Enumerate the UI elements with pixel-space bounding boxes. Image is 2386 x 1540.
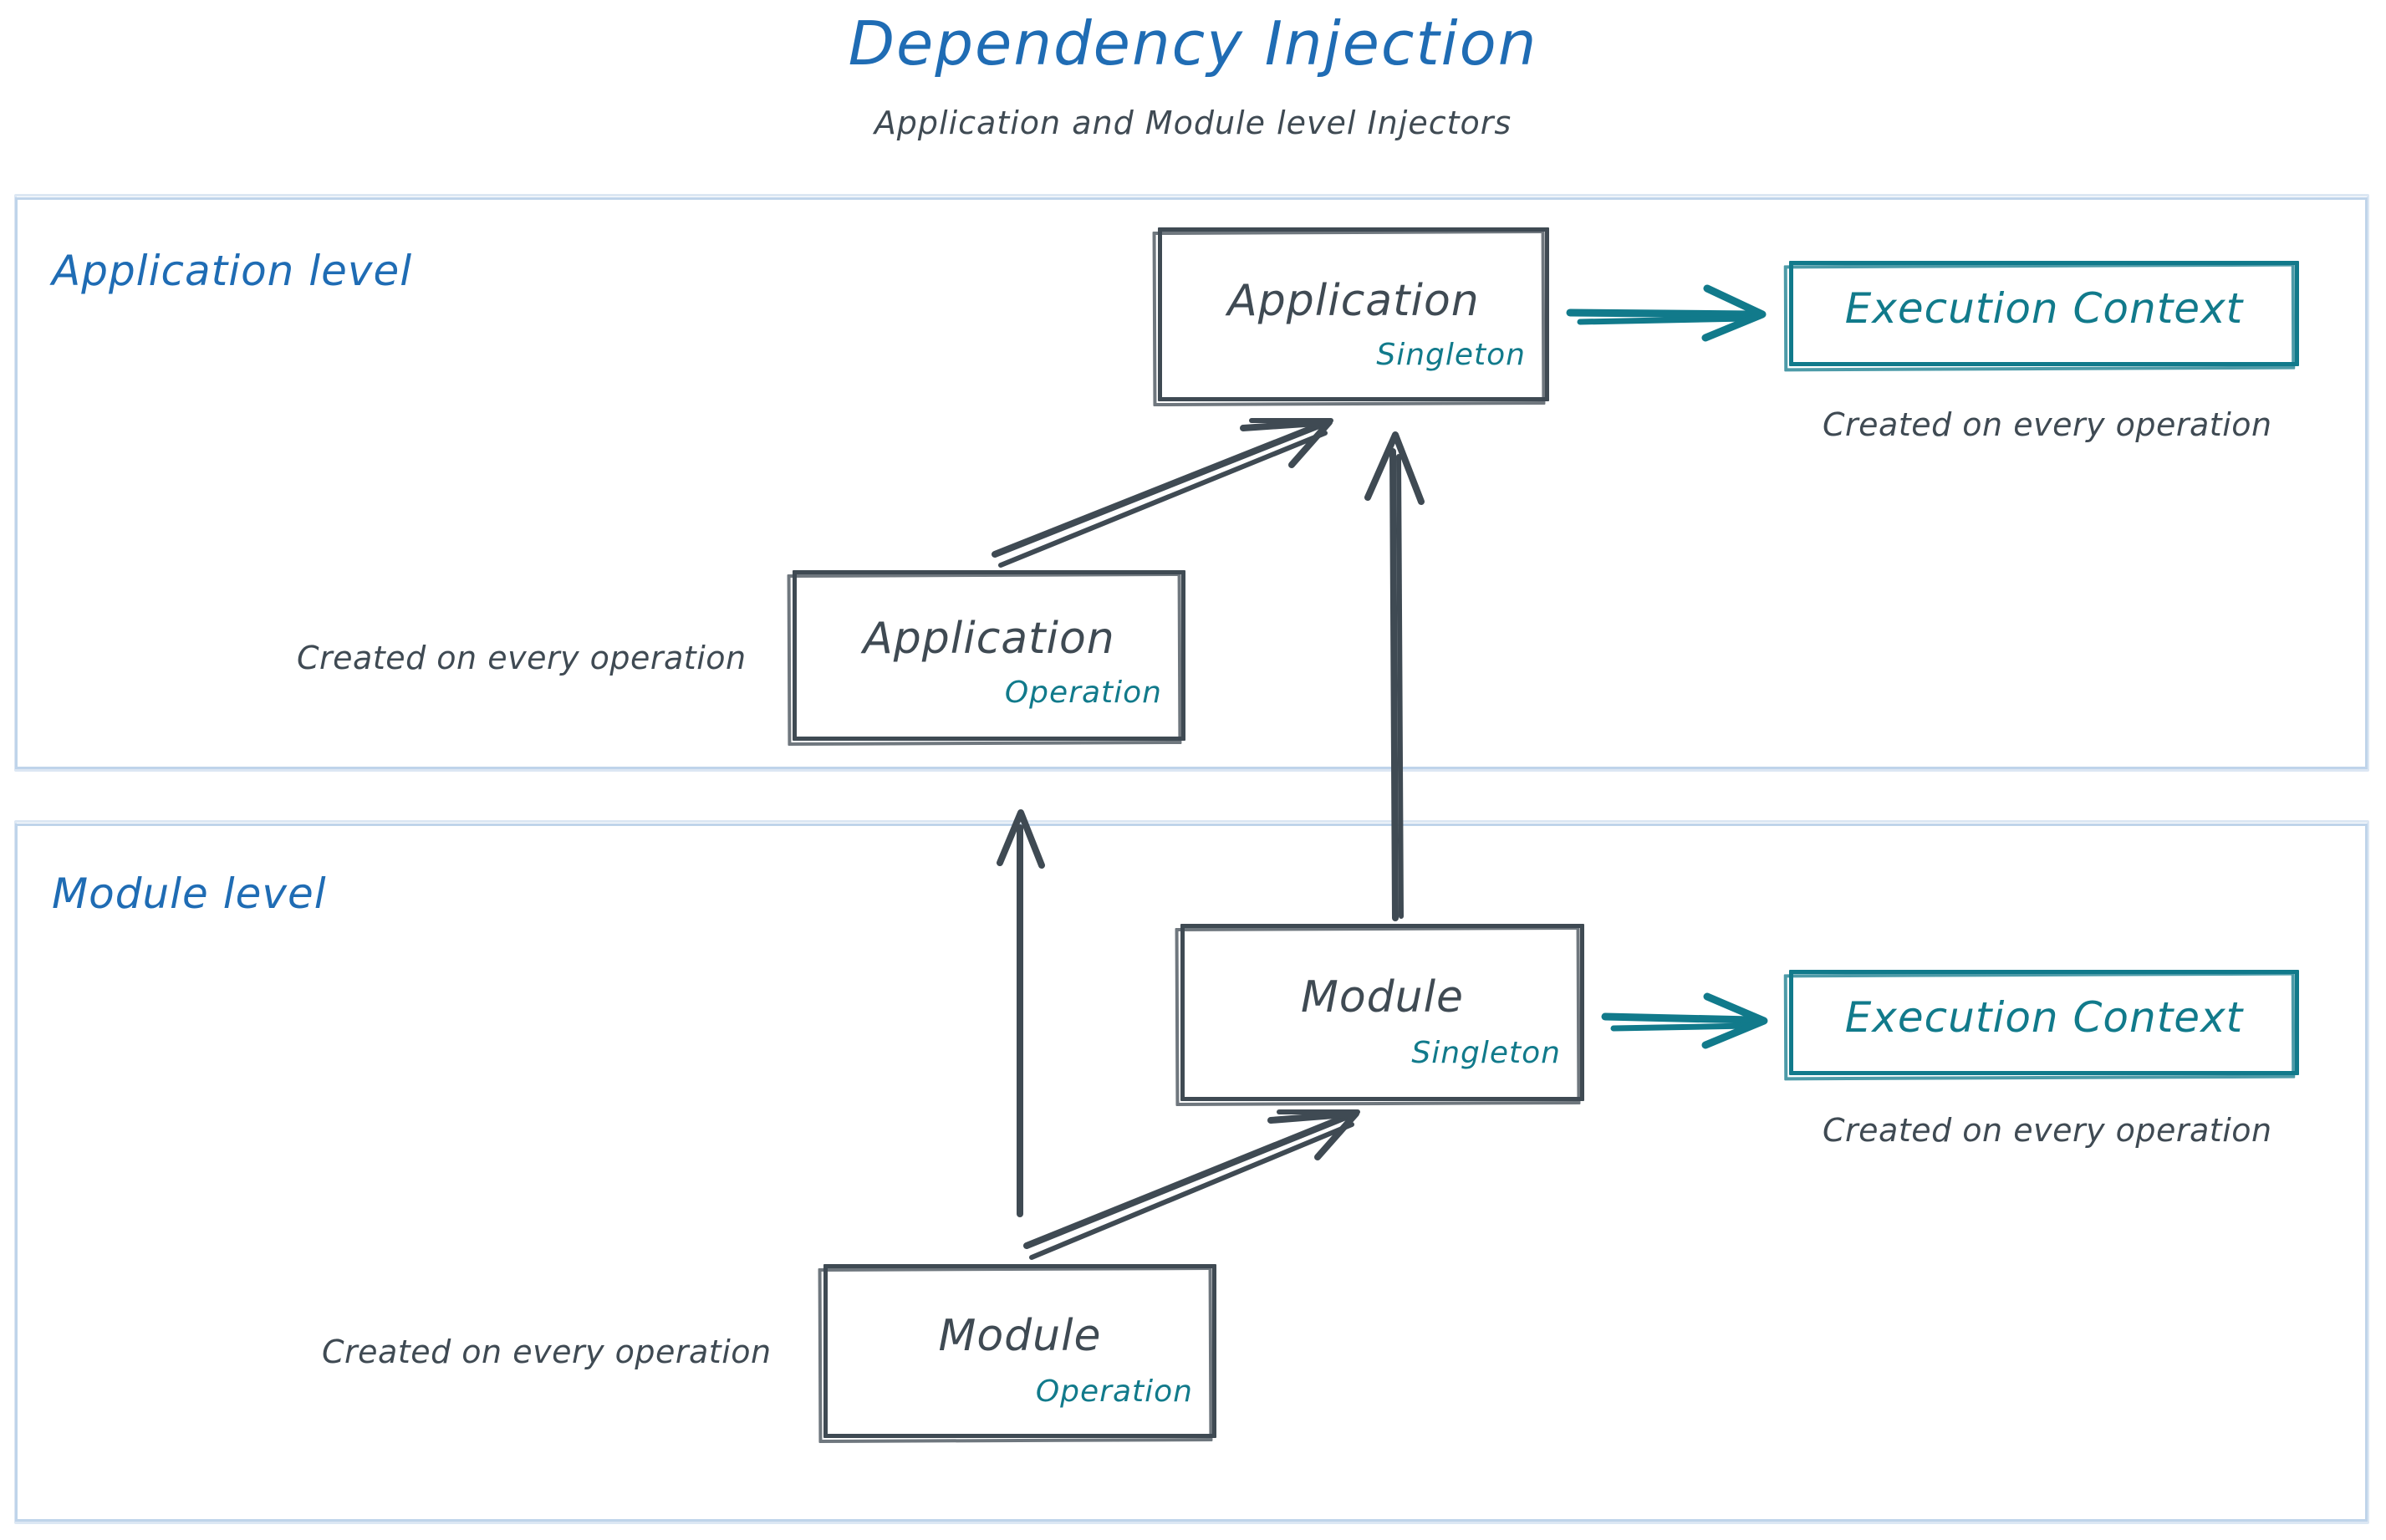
node-application-singleton[interactable]: Application Singleton [1152, 227, 1549, 407]
page-title: Dependency Injection [848, 8, 1538, 79]
node-scope-badge: Singleton [1376, 338, 1526, 372]
page-subtitle: Application and Module level Injectors [874, 105, 1512, 141]
node-module-singleton[interactable]: Module Singleton [1175, 924, 1584, 1107]
panel-label-application-level: Application level [52, 247, 413, 295]
node-execution-context-application[interactable]: Execution Context [1783, 261, 2299, 372]
node-scope-badge: Singleton [1411, 1036, 1561, 1070]
node-title: Execution Context [1844, 284, 2244, 333]
caption-execution-context-module: Created on every operation [1823, 1112, 2272, 1149]
node-scope-badge: Operation [1035, 1374, 1193, 1409]
node-application-operation[interactable]: Application Operation [787, 570, 1185, 747]
node-scope-badge: Operation [1004, 676, 1162, 710]
caption-application-operation: Created on every operation [297, 640, 747, 676]
node-title: Application [1227, 276, 1480, 326]
node-title: Module [1300, 972, 1465, 1022]
node-module-operation[interactable]: Module Operation [818, 1264, 1216, 1444]
node-title: Execution Context [1844, 993, 2244, 1042]
node-execution-context-module[interactable]: Execution Context [1783, 970, 2299, 1081]
caption-execution-context-application: Created on every operation [1823, 406, 2272, 443]
panel-label-module-level: Module level [52, 869, 327, 918]
node-title: Module [938, 1311, 1102, 1361]
caption-module-operation: Created on every operation [322, 1333, 772, 1370]
node-title: Application [863, 614, 1115, 664]
